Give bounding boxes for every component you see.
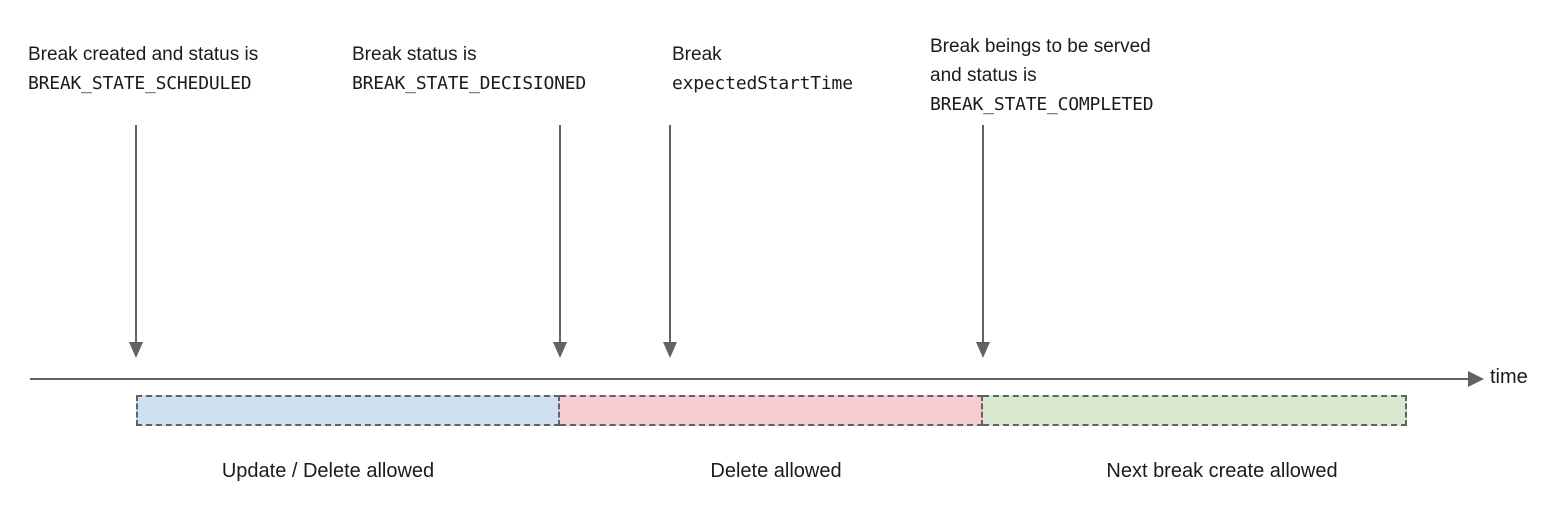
- event-label-decisioned: Break status is BREAK_STATE_DECISIONED: [352, 40, 586, 98]
- time-axis-label: time: [1490, 366, 1528, 388]
- arrow-head-icon: [663, 342, 677, 358]
- event-label-code: BREAK_STATE_SCHEDULED: [28, 73, 252, 94]
- event-label-line2: and status is: [930, 65, 1037, 86]
- time-axis-arrow-icon: [1468, 371, 1484, 387]
- event-label-line1: Break beings to be served: [930, 36, 1151, 57]
- phase-caption-delete-only: Delete allowed: [710, 460, 842, 482]
- time-axis-line: [30, 378, 1470, 380]
- event-label-code: expectedStartTime: [672, 73, 853, 94]
- arrow-shaft: [135, 125, 137, 343]
- event-pointer-arrow-decisioned: [552, 125, 568, 358]
- event-label-line1: Break status is: [352, 44, 477, 65]
- event-label-code: BREAK_STATE_COMPLETED: [930, 94, 1154, 115]
- event-pointer-arrow-scheduled: [128, 125, 144, 358]
- arrow-head-icon: [976, 342, 990, 358]
- event-pointer-arrow-completed: [975, 125, 991, 358]
- event-label-expected-start: Break expectedStartTime: [672, 40, 853, 98]
- event-label-scheduled: Break created and status is BREAK_STATE_…: [28, 40, 258, 98]
- event-label-line1: Break created and status is: [28, 44, 259, 65]
- phase-bar-update-delete: [136, 395, 560, 426]
- arrow-shaft: [669, 125, 671, 343]
- phase-caption-update-delete: Update / Delete allowed: [221, 460, 435, 482]
- arrow-head-icon: [553, 342, 567, 358]
- arrow-shaft: [559, 125, 561, 343]
- arrow-shaft: [982, 125, 984, 343]
- event-label-code: BREAK_STATE_DECISIONED: [352, 73, 587, 94]
- phase-bar-delete-only: [560, 395, 983, 426]
- event-label-completed: Break beings to be served and status is …: [930, 32, 1154, 119]
- event-label-line1: Break: [672, 44, 722, 65]
- event-pointer-arrow-expected-start: [662, 125, 678, 358]
- phase-bar-next-break-create: [983, 395, 1407, 426]
- arrow-head-icon: [129, 342, 143, 358]
- phase-caption-next-break-create: Next break create allowed: [1106, 460, 1338, 482]
